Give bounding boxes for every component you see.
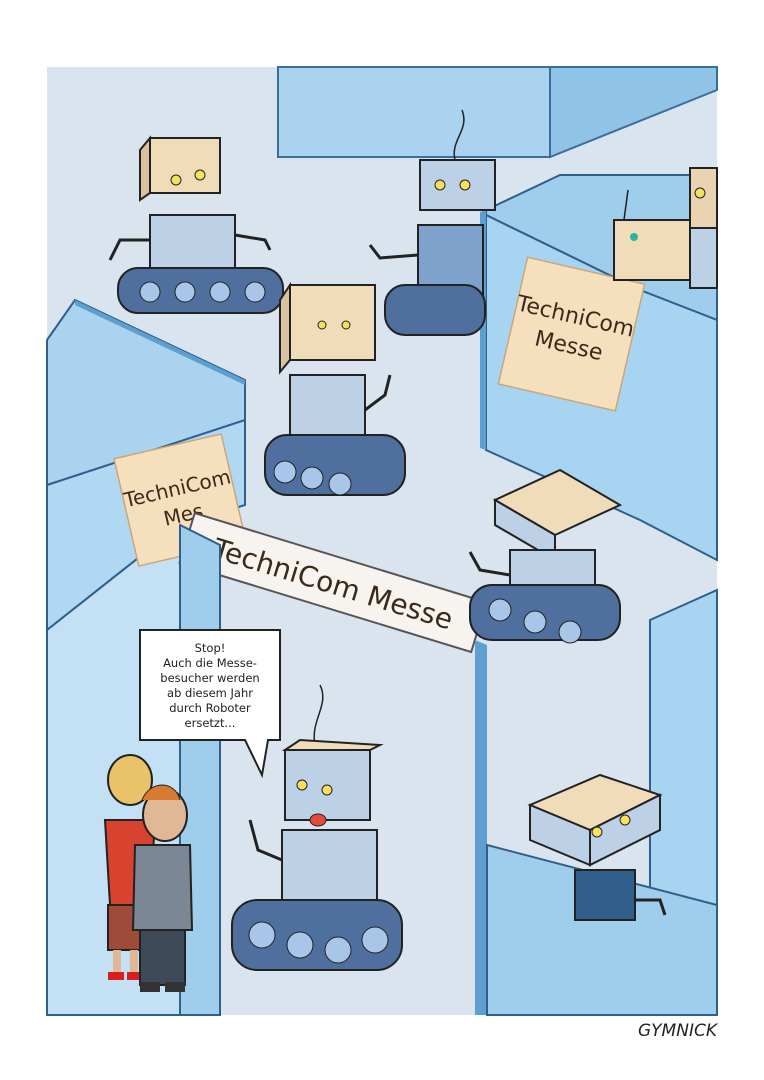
bubble-line-4: ab diesem Jahr (167, 686, 253, 700)
right-booth: TechniCom Messe (480, 174, 718, 562)
bubble-line-2: Auch die Messe- (163, 656, 257, 670)
visitors-couple (103, 754, 194, 992)
right-lower-booth (486, 588, 718, 1016)
robot-speaker (231, 684, 403, 971)
sign-booth-right: TechniCom Messe (497, 256, 646, 412)
robot-center (264, 281, 406, 496)
robot-right-middle (468, 468, 623, 644)
robot-top-middle (368, 109, 496, 336)
bubble-line-6: ersetzt... (185, 716, 236, 730)
back-booth (277, 66, 718, 159)
robot-top-left (108, 135, 284, 314)
speech-bubble: Stop! Auch die Messe- besucher werden ab… (139, 629, 281, 779)
bubble-line-3: besucher werden (160, 671, 259, 685)
bubble-line-5: durch Roboter (169, 701, 251, 715)
artist-signature: GYMNICK (638, 1021, 719, 1041)
bubble-line-1: Stop! (195, 641, 226, 655)
robot-peeking-right (613, 167, 718, 289)
robot-bottom-right (527, 773, 667, 921)
